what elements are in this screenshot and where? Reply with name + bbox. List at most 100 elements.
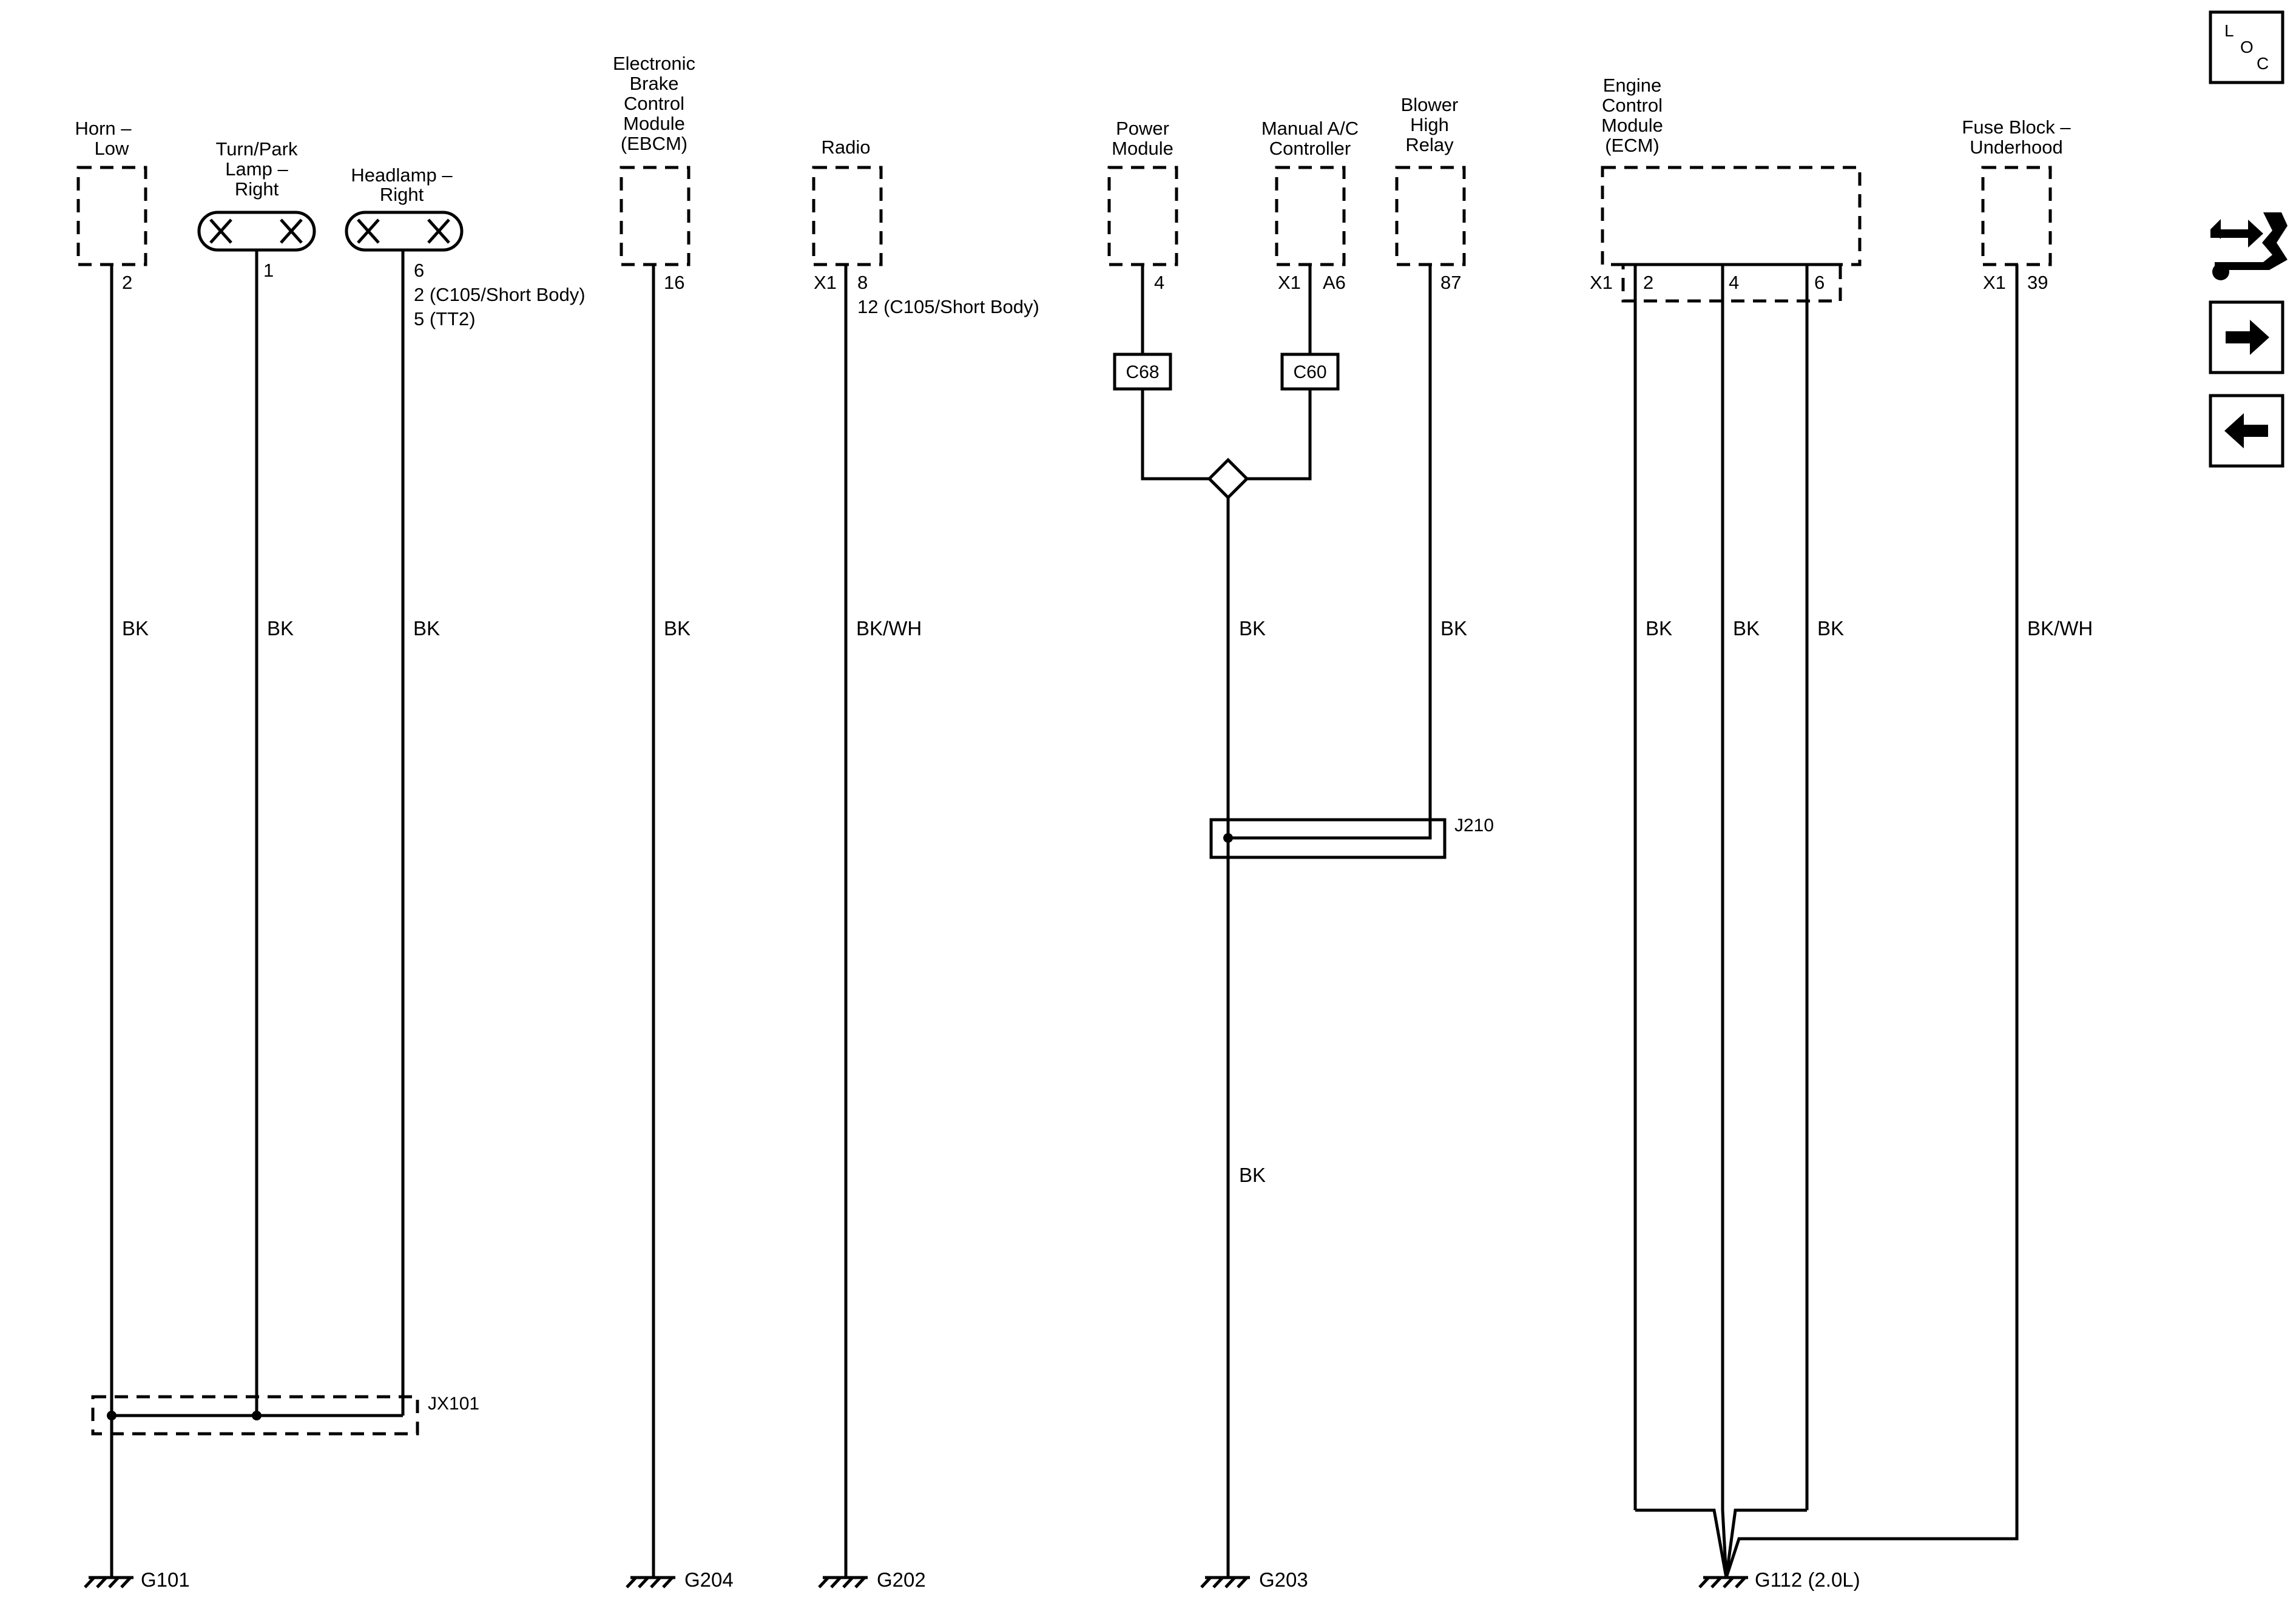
blower-relay-label-line-1: Blower bbox=[1401, 94, 1459, 115]
ecm-ground-bus-left bbox=[1635, 1508, 1728, 1578]
ecm-connector: X1 bbox=[1590, 272, 1613, 293]
radio-wire-color: BK/WH bbox=[856, 617, 922, 640]
fuse-block-box bbox=[1981, 166, 2052, 266]
radio-connector: X1 bbox=[814, 272, 837, 293]
g202-label: G202 bbox=[877, 1568, 926, 1591]
horn-pin: 2 bbox=[122, 272, 132, 293]
turn-lamp-bulb-symbol bbox=[197, 211, 316, 252]
fuse-block-wire-color: BK/WH bbox=[2027, 617, 2093, 640]
power-module-box bbox=[1107, 166, 1178, 266]
ground-g101: G101 bbox=[84, 1568, 190, 1591]
turn-lamp-pin: 1 bbox=[263, 260, 274, 281]
g203-label: G203 bbox=[1259, 1568, 1308, 1591]
blower-relay-box bbox=[1395, 166, 1466, 266]
manual-ac-label-line-1: Manual A/C bbox=[1261, 118, 1359, 139]
fuse-block-pin: 39 bbox=[2027, 272, 2048, 293]
ebcm-component: Electronic Brake Control Module (EBCM) 1… bbox=[613, 53, 695, 293]
headlamp-pin-2: 2 (C105/Short Body) bbox=[414, 284, 586, 305]
ecm-label-line-4: (ECM) bbox=[1605, 135, 1660, 156]
radio-pin-1: 8 bbox=[857, 272, 868, 293]
radio-component: Radio X1 8 12 (C105/Short Body) bbox=[812, 137, 1039, 317]
connector-repair-icon[interactable] bbox=[2210, 212, 2288, 280]
power-module-pin: 4 bbox=[1154, 272, 1164, 293]
c68-inline-connector bbox=[1113, 353, 1172, 391]
power-module-label-line-1: Power bbox=[1116, 118, 1169, 139]
manual-ac-label-line-2: Controller bbox=[1269, 138, 1351, 159]
loc-button[interactable]: L O C bbox=[2209, 10, 2284, 84]
turn-park-lamp-component: Turn/Park Lamp – Right 1 bbox=[197, 138, 316, 281]
blower-relay-label-line-3: Relay bbox=[1405, 134, 1454, 155]
g204-label: G204 bbox=[684, 1568, 734, 1591]
ecm-component: Engine Control Module (ECM) X1 2 4 6 bbox=[1590, 75, 1862, 303]
ebcm-label-line-4: Module bbox=[623, 113, 685, 134]
manual-ac-connector: X1 bbox=[1278, 272, 1301, 293]
ebcm-label-line-3: Control bbox=[624, 93, 684, 114]
j210-splice-box bbox=[1209, 818, 1447, 859]
loc-letter-c: C bbox=[2257, 54, 2269, 73]
splice-j210: J210 bbox=[1209, 815, 1494, 859]
g101-label: G101 bbox=[141, 1568, 190, 1591]
manual-ac-controller-component: Manual A/C Controller X1 A6 bbox=[1261, 118, 1359, 293]
manual-ac-pin: A6 bbox=[1323, 272, 1346, 293]
ecm-wire-1-color: BK bbox=[1646, 617, 1672, 640]
power-module-component: Power Module 4 bbox=[1107, 118, 1178, 293]
fuse-block-label-line-1: Fuse Block – bbox=[1962, 116, 2071, 138]
jx101-junction-dot bbox=[107, 1411, 116, 1420]
jx101-junction-dot bbox=[252, 1411, 262, 1420]
blower-relay-wire bbox=[1228, 265, 1432, 840]
horn-label-line-1: Horn – bbox=[75, 118, 132, 139]
blower-high-relay-component: Blower High Relay 87 bbox=[1395, 94, 1466, 293]
power-module-wire-lower bbox=[1141, 389, 1209, 481]
c60-label: C60 bbox=[1293, 362, 1326, 382]
ebcm-label-line-2: Brake bbox=[630, 73, 679, 94]
blower-relay-pin: 87 bbox=[1440, 272, 1461, 293]
ecm-label-line-1: Engine bbox=[1603, 75, 1662, 96]
headlamp-label-line-1: Headlamp – bbox=[351, 164, 453, 186]
jx101-splice-box bbox=[91, 1395, 419, 1436]
turn-lamp-label-line-3: Right bbox=[235, 178, 279, 200]
splice-jx101: JX101 bbox=[91, 1394, 479, 1436]
g112-label: G112 (2.0L) bbox=[1755, 1568, 1860, 1591]
headlamp-label-line-2: Right bbox=[380, 184, 424, 205]
turn-lamp-label-line-1: Turn/Park bbox=[216, 138, 298, 160]
ecm-ground-bus-center bbox=[1721, 1510, 1728, 1578]
headlamp-bulb-symbol bbox=[345, 211, 464, 252]
ebcm-wire-color: BK bbox=[664, 617, 690, 640]
previous-page-button[interactable] bbox=[2209, 394, 2284, 468]
loc-letter-o: O bbox=[2240, 38, 2254, 56]
g203-wire-color-upper: BK bbox=[1239, 617, 1266, 640]
ecm-label-line-3: Module bbox=[1601, 115, 1663, 136]
jx101-label: JX101 bbox=[428, 1394, 479, 1414]
headlamp-pin-1: 6 bbox=[414, 260, 424, 281]
j210-junction-dot bbox=[1223, 833, 1233, 843]
ground-g204: G204 bbox=[626, 1568, 734, 1591]
radio-label: Radio bbox=[822, 137, 871, 158]
fuse-block-label-line-2: Underhood bbox=[1970, 137, 2062, 158]
ebcm-label-line-1: Electronic bbox=[613, 53, 695, 74]
g203-wire-color-lower: BK bbox=[1239, 1164, 1266, 1186]
manual-ac-wire-lower bbox=[1247, 389, 1312, 481]
headlamp-filament-icon bbox=[357, 218, 450, 244]
splice-diamond-symbol bbox=[1207, 457, 1249, 500]
fuse-block-connector: X1 bbox=[1983, 272, 2006, 293]
ground-g112: G112 (2.0L) bbox=[1698, 1568, 1860, 1591]
ecm-pin-1: 2 bbox=[1643, 272, 1653, 293]
loc-letter-l: L bbox=[2224, 21, 2234, 40]
c68-label: C68 bbox=[1126, 362, 1159, 382]
horn-wire-color: BK bbox=[122, 617, 149, 640]
next-page-button[interactable] bbox=[2209, 300, 2284, 374]
next-page-arrow-icon bbox=[2226, 320, 2269, 355]
turn-lamp-label-line-2: Lamp – bbox=[225, 158, 288, 180]
ground-g202: G202 bbox=[818, 1568, 926, 1591]
fuse-block-ground-wire bbox=[1724, 265, 2019, 1578]
headlamp-right-component: Headlamp – Right 6 2 (C105/Short Body) 5… bbox=[345, 164, 586, 329]
ecm-component-box bbox=[1601, 166, 1862, 266]
ecm-pin-2: 4 bbox=[1729, 272, 1739, 293]
blower-relay-label-line-2: High bbox=[1410, 114, 1449, 135]
ebcm-component-box bbox=[620, 166, 690, 266]
previous-page-arrow-icon bbox=[2224, 413, 2268, 448]
horn-low-component: Horn – Low 2 bbox=[75, 118, 147, 293]
turn-lamp-filament-icon bbox=[209, 218, 303, 244]
power-module-label-line-2: Module bbox=[1112, 138, 1173, 159]
